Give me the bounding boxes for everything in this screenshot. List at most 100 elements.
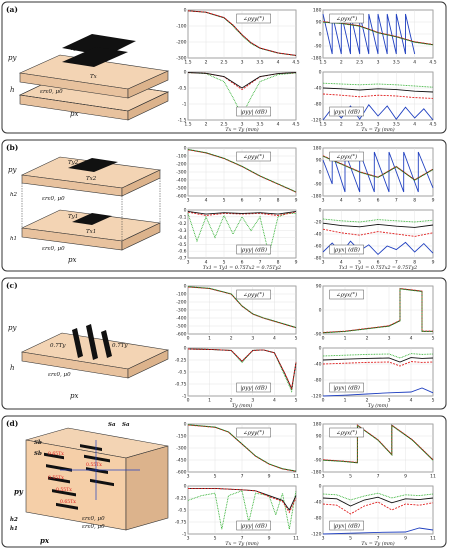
tick-label-x: 1 bbox=[208, 336, 211, 342]
panel-label-d: (d) bbox=[6, 419, 18, 428]
tick-label-x: 4 bbox=[410, 398, 413, 404]
tick-label-y: -500 bbox=[176, 324, 186, 330]
tick-label-x: 7 bbox=[241, 536, 244, 542]
legend-box-label: |ρyx| (dB) bbox=[333, 109, 360, 116]
sym-h1-b: h1 bbox=[10, 236, 17, 242]
tick-label-x: 8 bbox=[277, 260, 280, 266]
series-line-blue bbox=[322, 13, 416, 55]
tick-label-y: -200 bbox=[176, 162, 186, 168]
metal-patch-a bbox=[62, 34, 136, 56]
tick-label-y: -0.5 bbox=[178, 86, 187, 92]
tick-label-x: 9 bbox=[295, 198, 298, 204]
tick-label-y: -0.75 bbox=[175, 382, 187, 388]
series-line-red bbox=[322, 21, 434, 45]
tick-label-y: -300 bbox=[176, 446, 186, 452]
x-axis-label: Tx = Ty (mm) bbox=[361, 540, 394, 547]
tick-label-y: -100 bbox=[176, 154, 186, 160]
tick-label-x: 5 bbox=[223, 198, 226, 204]
red-label-2: 0.55Tx bbox=[86, 462, 102, 468]
series-line-red bbox=[187, 10, 297, 56]
substrate-side-d bbox=[125, 445, 169, 531]
tick-label-y: 0 bbox=[184, 208, 187, 214]
legend-box-label: |ρyx| (dB) bbox=[333, 385, 360, 392]
tick-label-y: -120 bbox=[311, 118, 321, 124]
red-label-1: 0.65Tx bbox=[48, 451, 64, 457]
panel-c-frame bbox=[1, 277, 447, 410]
tick-label-y: 0 bbox=[184, 70, 187, 76]
tick-label-y: -180 bbox=[311, 194, 321, 200]
tick-label-y: -0.25 bbox=[175, 358, 187, 364]
tick-label-y: -100 bbox=[176, 292, 186, 298]
red-label-5: 0.65Tx bbox=[60, 499, 76, 505]
tick-label-x: 5 bbox=[432, 398, 435, 404]
tick-label-x: 3 bbox=[251, 398, 254, 404]
tick-label-x: 2.5 bbox=[220, 122, 227, 128]
tick-label-y: -40 bbox=[314, 86, 321, 92]
tick-label-x: 7 bbox=[377, 536, 380, 542]
tick-label-y: -40 bbox=[314, 362, 321, 368]
red-label-4: 0.55Tx bbox=[56, 487, 72, 493]
tick-label-y: 180 bbox=[313, 146, 322, 152]
legend-box bbox=[236, 427, 271, 438]
series-line-green bbox=[187, 212, 296, 255]
tick-label-x: 5 bbox=[214, 474, 217, 480]
tick-label-x: 5 bbox=[432, 336, 435, 342]
sym-eps-b2: εrε0, μ0 bbox=[42, 196, 65, 202]
sym-ty-c1: 0.7Ty bbox=[50, 343, 66, 349]
tick-label-y: -0.6 bbox=[178, 249, 187, 255]
series-line-black bbox=[187, 210, 297, 215]
tick-label-x: 4 bbox=[410, 336, 413, 342]
series-line-red bbox=[187, 424, 297, 472]
x-axis-label: Tx1 = Ty1 = 0.75Tx2 = 0.75Ty2 bbox=[203, 265, 281, 271]
legend-box bbox=[236, 289, 271, 300]
legend-box-label: |ρyx| (dB) bbox=[333, 247, 360, 254]
metal-patch-b1 bbox=[72, 213, 112, 225]
tick-label-x: 6 bbox=[377, 198, 380, 204]
sym-py-c: py bbox=[8, 324, 17, 332]
tick-label-x: 2 bbox=[205, 122, 208, 128]
tick-label-y: 180 bbox=[313, 422, 322, 428]
tick-label-y: 0 bbox=[319, 446, 322, 452]
tick-label-y: -0.3 bbox=[178, 228, 187, 234]
sym-tx1-b: Tx1 bbox=[86, 229, 96, 235]
tick-label-y: -180 bbox=[311, 470, 321, 476]
legend-box-label: ∠ρyy(°) bbox=[243, 154, 264, 161]
sym-h-a: h bbox=[10, 86, 15, 94]
tick-label-x: 1.5 bbox=[319, 122, 326, 128]
series-line-black bbox=[322, 357, 434, 363]
series-line-blue bbox=[322, 151, 434, 193]
tick-label-y: 90 bbox=[316, 158, 322, 164]
sym-py-d: py bbox=[14, 487, 24, 496]
sym-tx2-b: Tx2 bbox=[86, 176, 97, 182]
tick-label-x: 3 bbox=[187, 198, 190, 204]
tick-label-x: 9 bbox=[432, 260, 435, 266]
tick-label-x: 7 bbox=[377, 474, 380, 480]
series-line-black bbox=[187, 72, 297, 89]
tick-label-x: 3 bbox=[377, 60, 380, 66]
tick-label-x: 4.5 bbox=[429, 60, 436, 66]
tick-label-x: 3 bbox=[388, 336, 391, 342]
tick-label-x: 4 bbox=[205, 260, 208, 266]
legend-box bbox=[236, 106, 271, 117]
series-line-blue bbox=[322, 104, 434, 121]
tick-label-x: 9 bbox=[404, 536, 407, 542]
series-line-green bbox=[322, 424, 434, 464]
tick-label-x: 9 bbox=[404, 474, 407, 480]
tick-label-x: 11 bbox=[430, 474, 436, 480]
tick-label-y: -0.4 bbox=[178, 235, 187, 241]
tick-label-y: 0 bbox=[319, 346, 322, 352]
legend-box-label: |ρyy| (dB) bbox=[240, 109, 267, 116]
tick-label-x: 5 bbox=[223, 260, 226, 266]
sym-h-c: h bbox=[10, 364, 15, 372]
tick-label-y: 0 bbox=[184, 146, 187, 152]
panel-label-b: (b) bbox=[6, 143, 18, 152]
tick-label-x: 5 bbox=[295, 398, 298, 404]
tick-label-x: 2.5 bbox=[220, 60, 227, 66]
tick-label-x: 8 bbox=[413, 260, 416, 266]
